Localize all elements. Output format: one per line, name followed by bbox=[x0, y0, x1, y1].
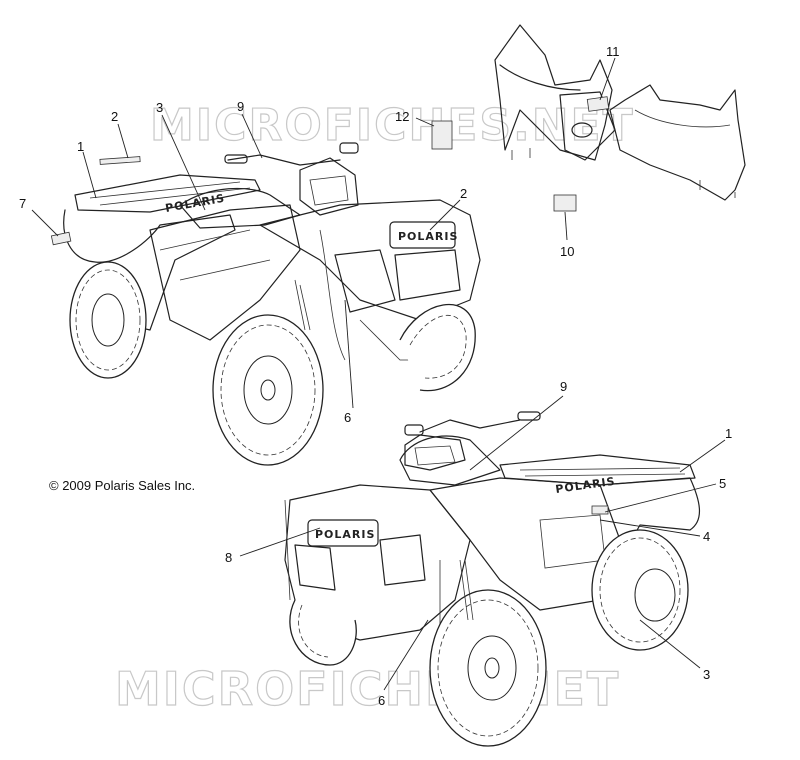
decal-11 bbox=[586, 96, 610, 112]
callout-3-upper: 3 bbox=[156, 100, 163, 115]
callout-8: 8 bbox=[225, 550, 232, 565]
leader-lines bbox=[31, 57, 726, 691]
callout-5: 5 bbox=[719, 476, 726, 491]
decal-10 bbox=[553, 194, 577, 212]
brand-plate-side-lower: POLARIS bbox=[555, 475, 617, 496]
decal-7 bbox=[50, 231, 72, 246]
decal-12 bbox=[431, 120, 453, 150]
callouts: 1 2 3 9 7 2 6 12 11 10 9 1 5 4 8 6 3 bbox=[19, 44, 732, 708]
callout-6-lower: 6 bbox=[378, 693, 385, 708]
callout-3-lower: 3 bbox=[703, 667, 710, 682]
brand-plate-side-upper: POLARIS bbox=[164, 192, 226, 215]
atv-upper: POLARIS bbox=[63, 142, 481, 466]
decal-5 bbox=[591, 505, 609, 515]
callout-9-lower: 9 bbox=[560, 379, 567, 394]
callout-4: 4 bbox=[703, 529, 710, 544]
decal-2-rack bbox=[99, 156, 141, 165]
callout-6-upper: 6 bbox=[344, 410, 351, 425]
atv-lower: POLARIS bbox=[284, 411, 700, 747]
callout-9-upper: 9 bbox=[237, 99, 244, 114]
callout-1-lower: 1 bbox=[725, 426, 732, 441]
callout-10: 10 bbox=[560, 244, 574, 259]
callout-7: 7 bbox=[19, 196, 26, 211]
front-cab-detail bbox=[431, 24, 746, 212]
brand-plate-upper: POLARIS bbox=[398, 230, 458, 243]
copyright-notice: © 2009 Polaris Sales Inc. bbox=[49, 478, 196, 493]
callout-2-upper-front: 2 bbox=[460, 186, 467, 201]
callout-12: 12 bbox=[395, 109, 409, 124]
callout-11: 11 bbox=[606, 44, 620, 59]
brand-plate-lower: POLARIS bbox=[315, 528, 375, 541]
watermark-top: MICROFICHES.NET bbox=[150, 100, 635, 151]
callout-2-upper-rack: 2 bbox=[111, 109, 118, 124]
callout-1-upper: 1 bbox=[77, 139, 84, 154]
